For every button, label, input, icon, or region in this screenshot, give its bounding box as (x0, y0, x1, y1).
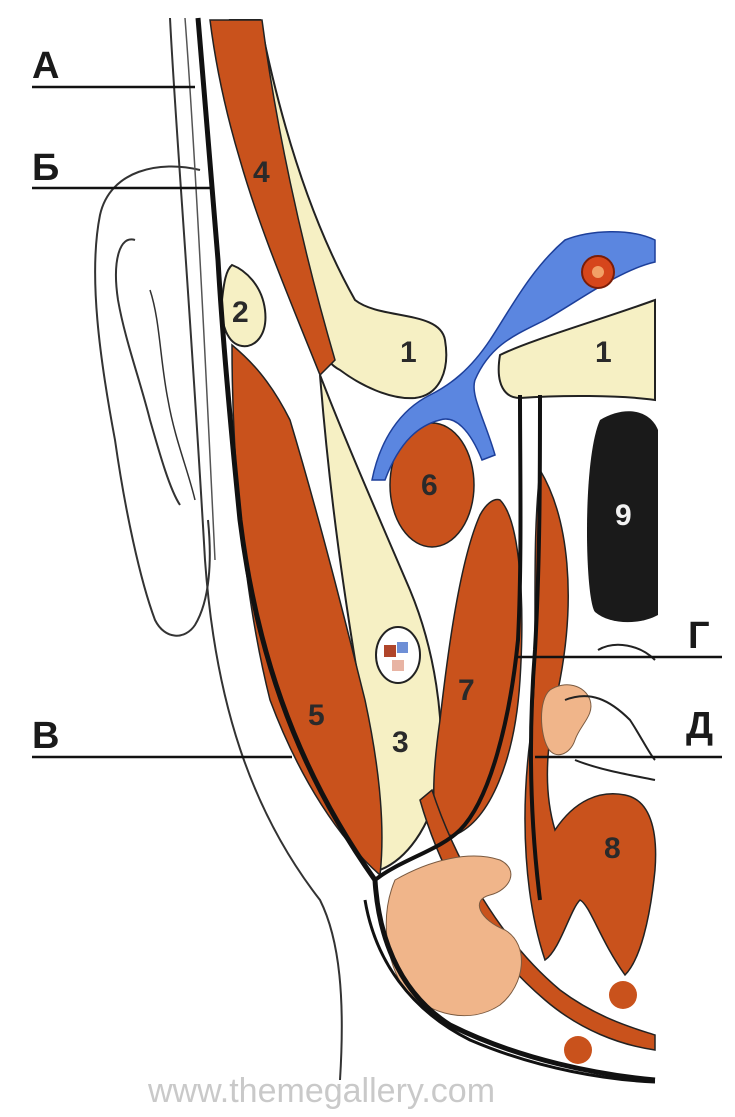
number-1-left: 1 (400, 336, 417, 369)
nerve-bundle-blue (397, 642, 408, 653)
number-4: 4 (253, 156, 270, 189)
label-B: Б (32, 147, 59, 189)
nerve-bundle-pink (392, 660, 404, 671)
number-5: 5 (308, 699, 325, 732)
label-D: Д (686, 705, 713, 747)
number-7: 7 (458, 674, 475, 707)
label-A: А (32, 45, 59, 87)
nerve-bundle-red (384, 645, 396, 657)
number-1-right: 1 (595, 336, 612, 369)
small-node-2 (564, 1036, 592, 1064)
red-vessel-core (592, 266, 604, 278)
number-3: 3 (392, 726, 409, 759)
number-6: 6 (421, 469, 438, 502)
watermark: www.themegallery.com (147, 1072, 495, 1110)
number-2: 2 (232, 296, 249, 329)
number-9: 9 (615, 499, 632, 532)
small-node-1 (609, 981, 637, 1009)
label-V: В (32, 715, 59, 757)
label-G: Г (688, 615, 710, 657)
number-8: 8 (604, 832, 621, 865)
nerve-bundle (376, 627, 420, 683)
